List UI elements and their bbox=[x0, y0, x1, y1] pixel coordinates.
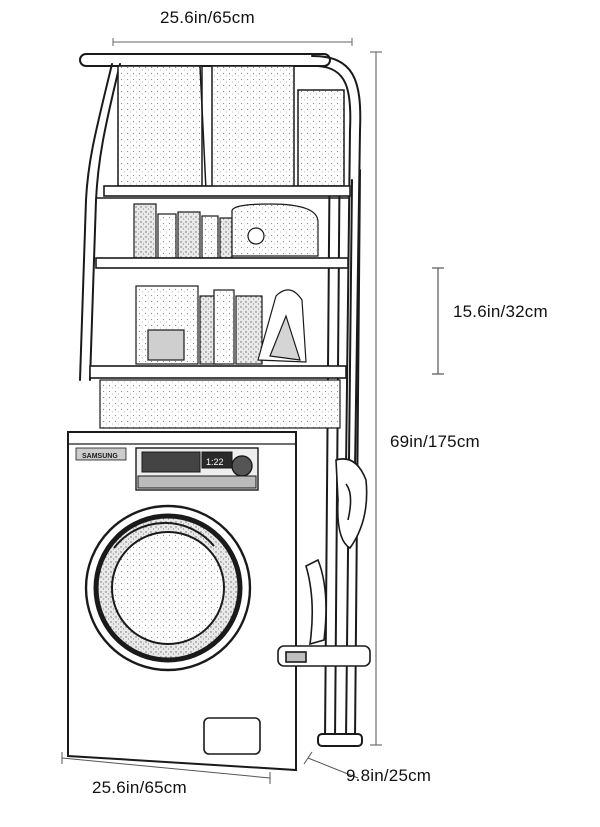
middle-shelf-items bbox=[135, 285, 307, 365]
upper-shelf bbox=[96, 185, 351, 199]
shelf-spacing-label: 15.6in/32cm bbox=[453, 302, 548, 321]
top-storage-panels bbox=[117, 65, 345, 191]
total-height-dimension-line bbox=[370, 51, 382, 746]
washer-brand-text: SAMSUNG bbox=[82, 453, 118, 460]
depth-dimension-line bbox=[303, 751, 359, 779]
shelf-spacing-dimension-line bbox=[432, 267, 444, 375]
back-panel bbox=[99, 379, 341, 429]
upper-shelf-items bbox=[133, 203, 319, 259]
bottom-rail bbox=[277, 645, 371, 667]
lower-shelf bbox=[89, 365, 347, 379]
side-hooks bbox=[305, 458, 368, 646]
depth-label: 9.8in/25cm bbox=[346, 766, 432, 785]
washer-display-text: 1:22 bbox=[206, 457, 224, 467]
bottom-width-dimension-line bbox=[61, 752, 271, 784]
top-width-label: 25.6in/65cm bbox=[160, 8, 255, 27]
rack-frame bbox=[79, 53, 363, 747]
middle-shelf bbox=[95, 257, 349, 269]
total-height-label: 69in/175cm bbox=[390, 432, 480, 451]
washing-machine bbox=[67, 431, 297, 772]
bottom-width-label: 25.6in/65cm bbox=[92, 778, 187, 797]
top-width-dimension-line bbox=[112, 38, 353, 46]
